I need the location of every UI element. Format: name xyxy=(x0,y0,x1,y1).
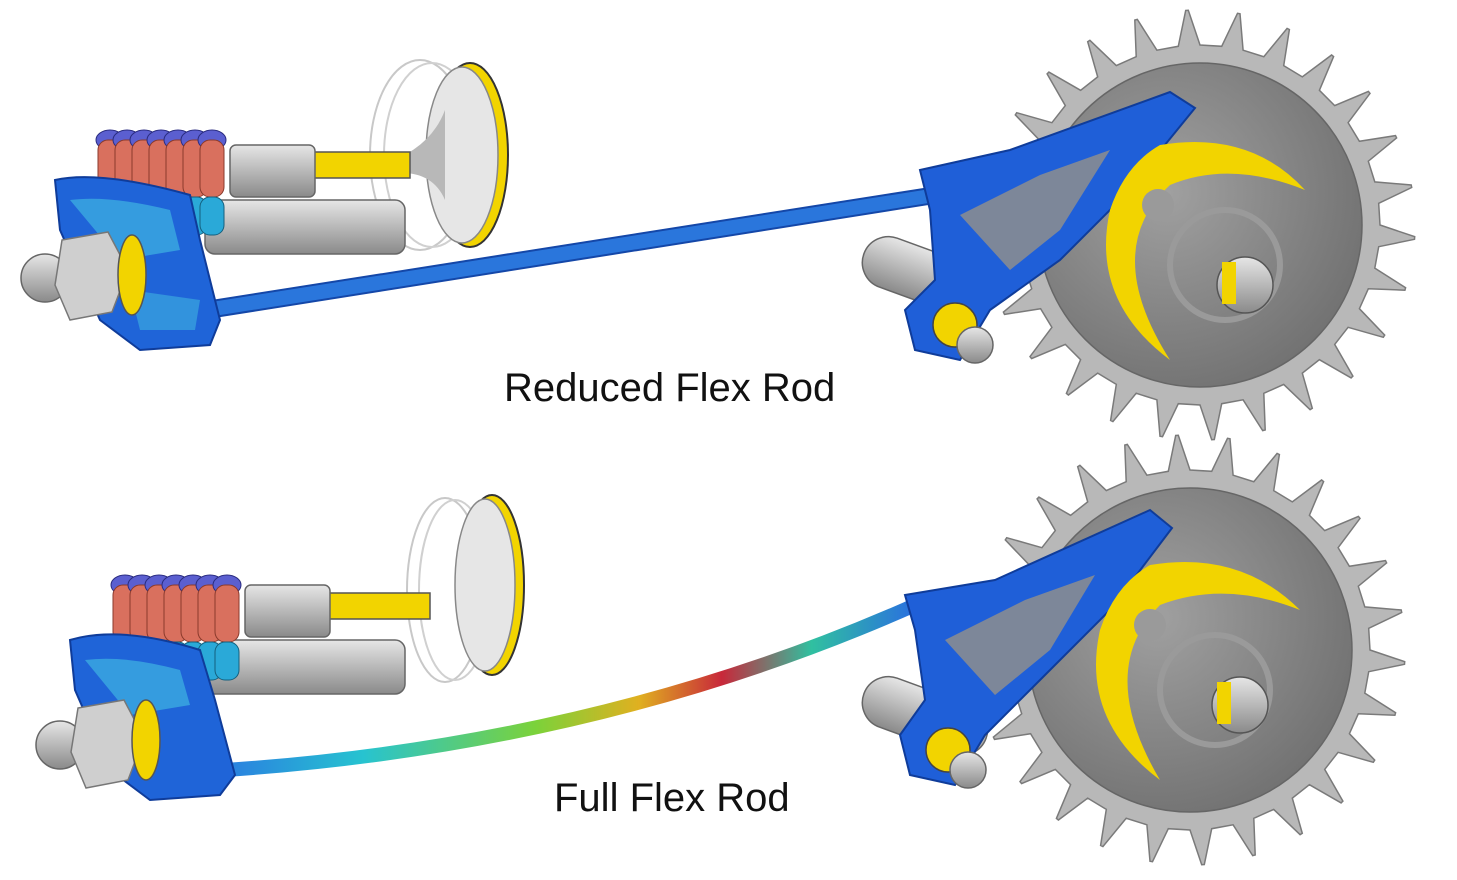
push-rod-flexed xyxy=(218,598,922,777)
reduced-flex-assembly xyxy=(20,9,1416,441)
spring-coil xyxy=(199,196,225,236)
full-flex-assembly xyxy=(35,434,1406,866)
rocker-arm-icon xyxy=(861,90,1197,364)
valve-icon xyxy=(204,59,509,255)
rocker-arm-icon xyxy=(35,633,237,802)
cam-icon xyxy=(1106,142,1305,360)
spring-coil xyxy=(199,139,225,198)
rocker-arm-icon xyxy=(861,508,1174,789)
valve-icon xyxy=(204,494,525,695)
cam-icon xyxy=(1096,562,1300,780)
caption-full-flex-rod: Full Flex Rod xyxy=(554,776,790,820)
spring-coil xyxy=(214,584,240,643)
caption-reduced-flex-rod: Reduced Flex Rod xyxy=(504,366,836,410)
rocker-arm-icon xyxy=(20,176,222,352)
gear-face xyxy=(1027,487,1353,813)
gear-hub xyxy=(1167,207,1283,323)
spring-coil xyxy=(214,641,240,681)
gear-hub xyxy=(1157,632,1273,748)
